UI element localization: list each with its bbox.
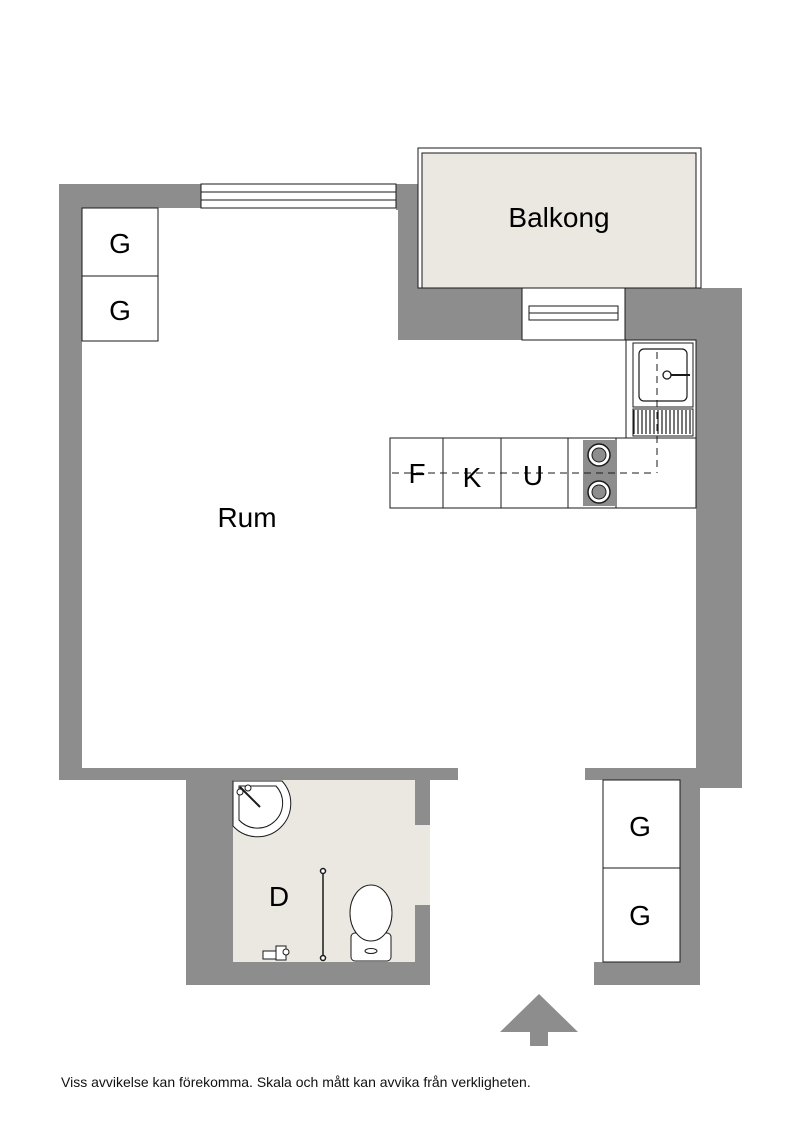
toilet-icon [349, 884, 393, 962]
top-wall-left [59, 184, 201, 208]
bottom-right-wall [594, 962, 700, 985]
wardrobe-top-left [81, 207, 159, 342]
hall-floor [430, 780, 594, 985]
right-wall [696, 288, 742, 788]
balcony-wall-left [398, 288, 522, 340]
disclaimer-text: Viss avvikelse kan förekomma. Skala och … [61, 1074, 531, 1090]
balcony-door [521, 287, 626, 341]
bathroom-right-wall [415, 780, 430, 825]
lower-right-wall [680, 780, 742, 985]
entrance-arrow-icon [500, 994, 578, 1046]
main-room-floor [82, 208, 696, 780]
oven-label: U [523, 460, 543, 491]
fridge-label: F [408, 458, 425, 489]
wardrobe-bottom-right [602, 779, 681, 963]
shower-rail-icon [319, 867, 327, 962]
wardrobe-label-1: G [109, 228, 131, 259]
hall-floor-upper [458, 768, 585, 782]
bathroom-right-wall-low [415, 905, 430, 962]
worktop [615, 437, 697, 509]
floor-drain-icon [262, 945, 290, 961]
wardrobe-label-3: G [629, 811, 651, 842]
main-room-label: Rum [217, 502, 276, 533]
lower-right-stub [585, 768, 696, 780]
bathroom-label: D [269, 881, 289, 912]
top-wall-right [396, 184, 420, 210]
bathroom-door-gap [415, 825, 430, 905]
top-window [200, 183, 397, 209]
washbasin-icon [232, 780, 292, 838]
freezer-label: K [463, 462, 482, 493]
kitchen-sink-icon [632, 342, 694, 437]
balcony [417, 147, 702, 289]
balcony-label: Balkong [508, 202, 609, 233]
overhead-cabinet-line [392, 352, 658, 474]
wardrobe-label-2: G [109, 295, 131, 326]
wardrobe-label-4: G [629, 900, 651, 931]
